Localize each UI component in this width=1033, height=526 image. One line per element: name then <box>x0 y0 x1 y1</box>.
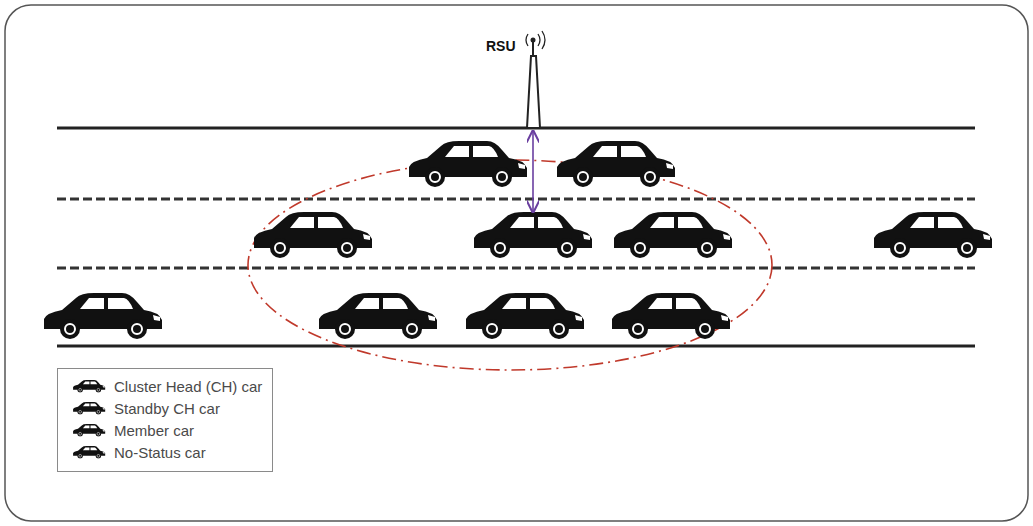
lane-line <box>57 267 975 270</box>
legend-text: Member car <box>114 422 194 439</box>
legend-box: Cluster Head (CH) carStandby CH carMembe… <box>57 368 273 472</box>
car <box>466 293 584 339</box>
legend-row: Member car <box>72 419 262 441</box>
car <box>874 212 992 258</box>
lane-line <box>57 198 975 201</box>
road-edge <box>57 127 975 130</box>
rsu-tower <box>526 31 545 128</box>
legend-row: Cluster Head (CH) car <box>72 375 262 397</box>
legend-car-icon <box>72 401 106 415</box>
frame <box>5 5 1028 521</box>
car <box>612 293 730 339</box>
legend-text: Cluster Head (CH) car <box>114 378 262 395</box>
car <box>409 141 527 187</box>
legend-row: No-Status car <box>72 441 262 463</box>
legend-text: No-Status car <box>114 444 206 461</box>
legend-text: Standby CH car <box>114 400 220 417</box>
legend-row: Standby CH car <box>72 397 262 419</box>
rsu-link <box>532 131 534 212</box>
cluster-boundary <box>248 160 772 370</box>
legend-car-icon <box>72 445 106 459</box>
car <box>44 293 162 339</box>
car <box>319 293 437 339</box>
car <box>557 141 675 187</box>
car <box>614 212 732 258</box>
rsu-label: RSU <box>486 38 516 54</box>
car <box>254 212 372 258</box>
legend-car-icon <box>72 423 106 437</box>
road-edge <box>57 345 975 348</box>
car <box>474 212 592 258</box>
legend-car-icon <box>72 379 106 393</box>
